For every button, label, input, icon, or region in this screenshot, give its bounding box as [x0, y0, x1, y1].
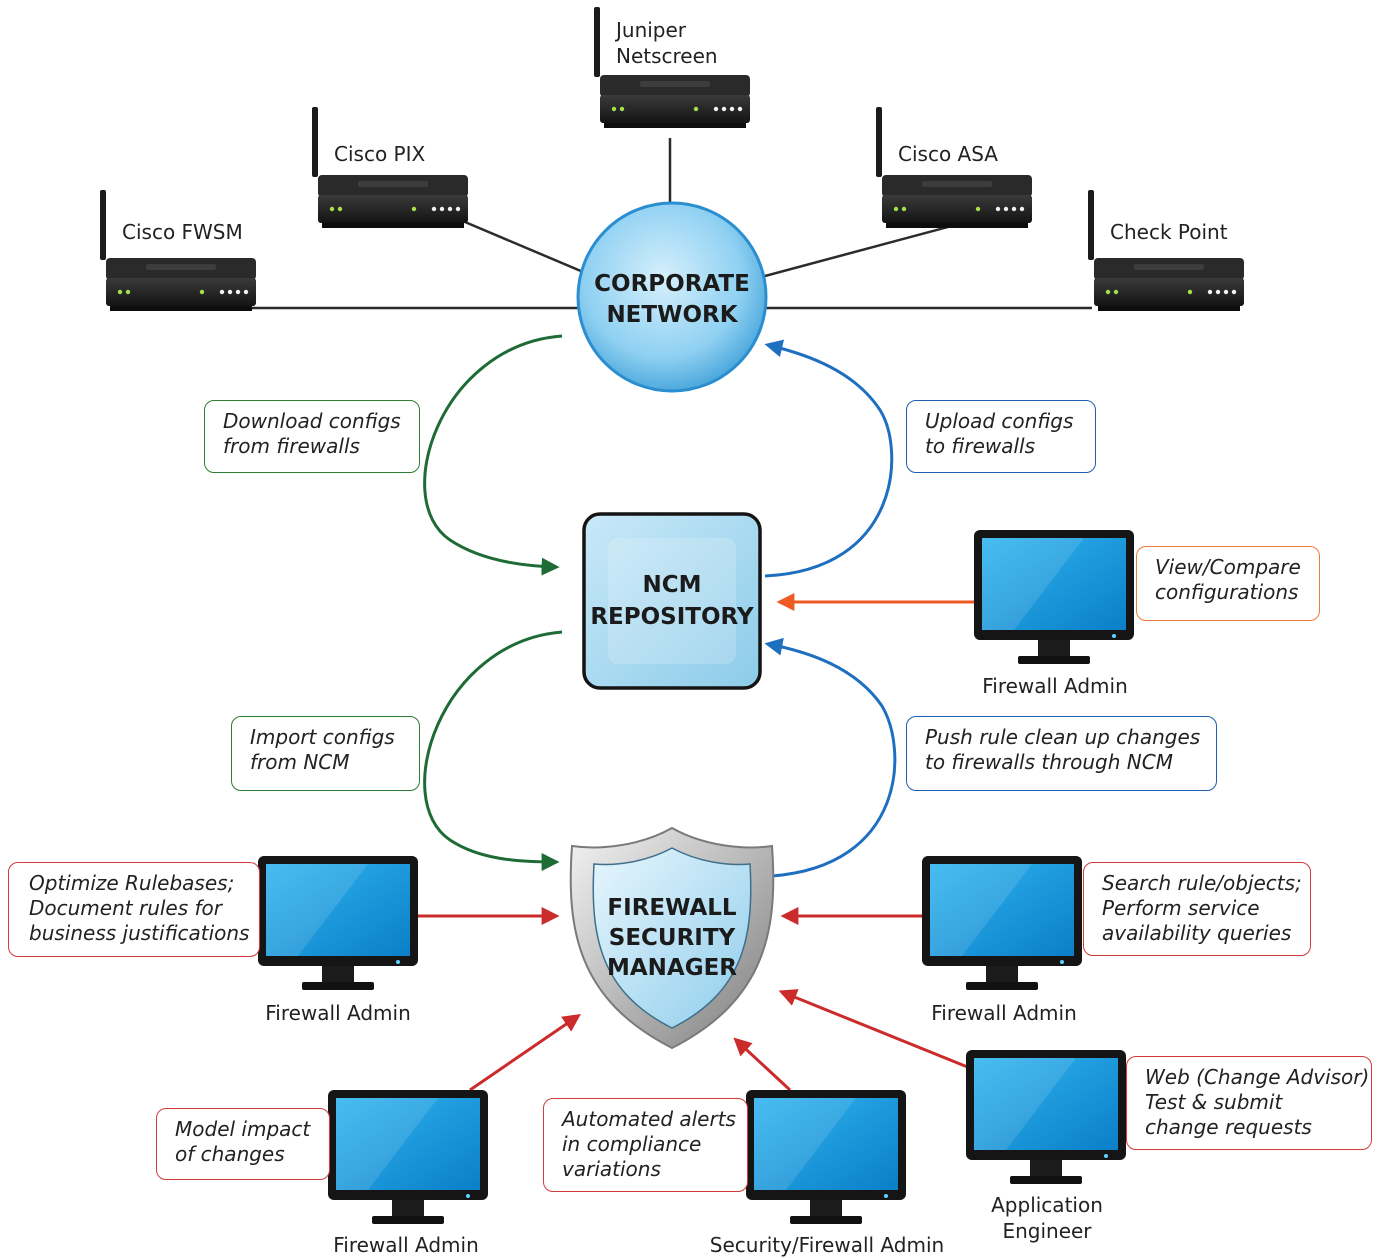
monitor-icon-search-admin — [922, 856, 1082, 990]
corporate-network-globe — [576, 201, 768, 393]
corporate-network-label: CORPORATE NETWORK — [578, 268, 766, 332]
model-impact-arrow — [469, 1013, 581, 1092]
fsm-line1: FIREWALL — [607, 895, 737, 921]
optimize-line3: business justifications — [29, 921, 250, 945]
alerts-line2: in compliance — [562, 1132, 702, 1156]
fsm-line2: SECURITY — [608, 925, 736, 951]
check-point-text: Check Point — [1110, 220, 1228, 244]
app-engineer-line1: Application — [991, 1193, 1103, 1217]
cisco-fwsm-text: Cisco FWSM — [122, 220, 243, 244]
search-rules-box: Search rule/objects; Perform service ava… — [1083, 862, 1311, 956]
import-line1: Import configs — [250, 725, 395, 749]
download-configs-box: Download configs from firewalls — [204, 400, 420, 473]
import-line2: from NCM — [250, 750, 350, 774]
corporate-network-line2: NETWORK — [606, 302, 738, 328]
juniper-line2: Netscreen — [616, 44, 718, 68]
import-flow-arrow — [423, 630, 563, 871]
search-line1: Search rule/objects; — [1102, 871, 1302, 895]
push-line1: Push rule clean up changes — [925, 725, 1201, 749]
role-label-alerts-admin: Security/Firewall Admin — [709, 1233, 945, 1257]
device-label-check-point: Check Point — [1110, 219, 1228, 245]
push-changes-box: Push rule clean up changes to firewalls … — [906, 716, 1217, 791]
monitor-icon-app-engineer — [966, 1050, 1126, 1184]
role-label-optimize-admin: Firewall Admin — [265, 1001, 411, 1025]
ncm-repository-line2: REPOSITORY — [590, 604, 754, 630]
search-line3: availability queries — [1102, 921, 1292, 945]
monitor-icon-alerts-admin — [746, 1090, 906, 1224]
search-line2: Perform service — [1102, 896, 1260, 920]
firewall-shield — [569, 826, 775, 1050]
model-impact-box: Model impact of changes — [156, 1108, 330, 1180]
fsm-label: FIREWALL SECURITY MANAGER — [592, 890, 752, 986]
change-advisor-box: Web (Change Advisor) Test & submit chang… — [1126, 1056, 1372, 1150]
upload-line1: Upload configs — [925, 409, 1074, 433]
view-compare-box: View/Compare configurations — [1136, 546, 1320, 621]
cisco-asa-text: Cisco ASA — [898, 142, 998, 166]
view-compare-line2: configurations — [1155, 580, 1299, 604]
role-label-model-admin: Firewall Admin — [333, 1233, 479, 1257]
corporate-network-line1: CORPORATE — [594, 271, 750, 297]
role-label-ncm-admin: Firewall Admin — [982, 674, 1128, 698]
cisco-pix-text: Cisco PIX — [334, 142, 426, 166]
app-engineer-line2: Engineer — [1002, 1219, 1092, 1243]
change-advisor-line2: Test & submit — [1145, 1090, 1283, 1114]
upload-line2: to firewalls — [925, 434, 1036, 458]
device-label-cisco-asa: Cisco ASA — [898, 141, 998, 167]
download-flow-arrow — [423, 334, 563, 576]
router-icon-cisco-fwsm — [100, 190, 256, 311]
optimize-line2: Document rules for — [29, 896, 223, 920]
link-cisco-pix — [464, 220, 596, 279]
upload-flow-arrow — [764, 339, 894, 578]
monitor-icon-model-admin — [328, 1090, 488, 1224]
optimize-rulebases-box: Optimize Rulebases; Document rules for b… — [8, 862, 260, 957]
push-flow-arrow — [764, 637, 897, 878]
router-icon-check-point — [1088, 190, 1244, 311]
ncm-repository-box — [582, 512, 762, 690]
alerts-line3: variations — [562, 1157, 661, 1181]
device-label-cisco-pix: Cisco PIX — [334, 141, 425, 167]
fsm-line3: MANAGER — [606, 955, 738, 981]
model-line2: of changes — [175, 1142, 285, 1166]
router-icon-cisco-asa — [876, 107, 1032, 228]
view-compare-line1: View/Compare — [1155, 555, 1301, 579]
alerts-arrow — [733, 1037, 792, 1092]
role-label-search-admin: Firewall Admin — [931, 1001, 1077, 1025]
monitor-icon-optimize-admin — [258, 856, 418, 990]
device-label-juniper: Juniper Netscreen — [616, 17, 718, 69]
download-line1: Download configs — [223, 409, 401, 433]
model-line1: Model impact — [175, 1117, 311, 1141]
ncm-repository-line1: NCM — [642, 572, 702, 598]
optimize-line1: Optimize Rulebases; — [29, 871, 235, 895]
role-label-app-engineer: Application Engineer — [991, 1192, 1103, 1244]
import-configs-box: Import configs from NCM — [231, 716, 420, 791]
upload-configs-box: Upload configs to firewalls — [906, 400, 1096, 473]
change-advisor-line1: Web (Change Advisor) — [1145, 1065, 1370, 1089]
change-advisor-line3: change requests — [1145, 1115, 1312, 1139]
juniper-line1: Juniper — [616, 18, 687, 42]
download-line2: from firewalls — [223, 434, 360, 458]
alerts-line1: Automated alerts — [562, 1107, 736, 1131]
monitor-icon-ncm-admin — [974, 530, 1134, 664]
change-request-arrow — [778, 989, 971, 1070]
device-label-cisco-fwsm: Cisco FWSM — [122, 219, 243, 245]
ncm-repository-label: NCM REPOSITORY — [584, 566, 760, 636]
automated-alerts-box: Automated alerts in compliance variation… — [543, 1098, 748, 1192]
push-line2: to firewalls through NCM — [925, 750, 1173, 774]
router-icon-cisco-pix — [312, 107, 468, 228]
